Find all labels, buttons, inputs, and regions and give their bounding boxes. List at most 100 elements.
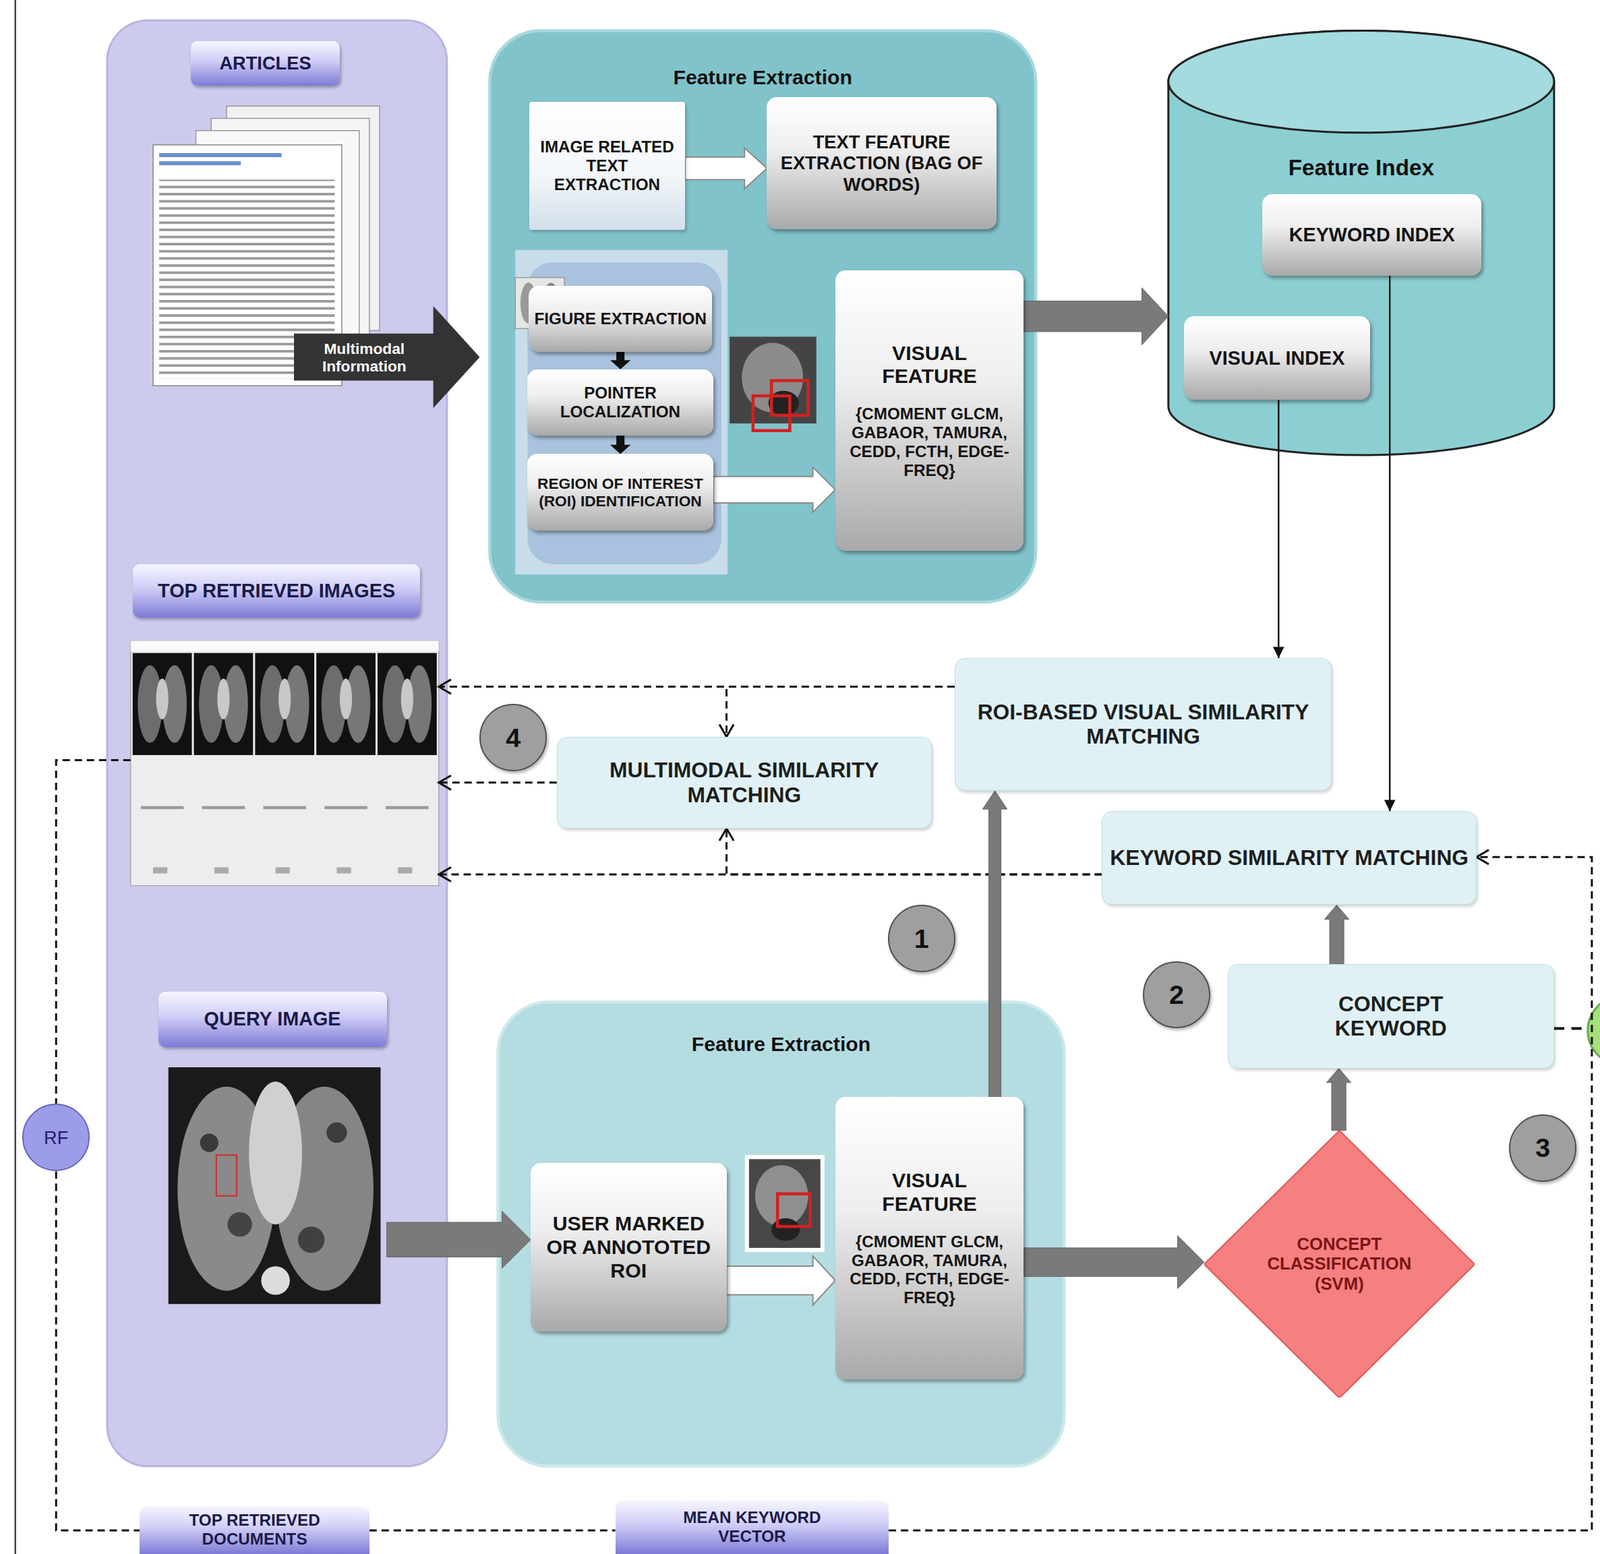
callout-number: 4 [505, 722, 521, 754]
index-box: KEYWORD INDEX [1262, 194, 1482, 276]
illustration-part [771, 1218, 800, 1241]
figure-group [527, 262, 722, 565]
callout-circle: 1 [887, 904, 956, 973]
block-arrow [1324, 904, 1349, 965]
arrowhead [1476, 850, 1489, 865]
callout-circle: 3 [1508, 1114, 1577, 1182]
callout-circle: 4 [479, 703, 547, 772]
connector [1023, 287, 1169, 346]
illustration-part [130, 640, 439, 886]
connector [369, 1530, 616, 1532]
node-text: Feature Extraction [672, 66, 853, 90]
node-text: KEYWORD SIMILARITY MATCHING [1109, 845, 1469, 871]
line [1388, 275, 1391, 812]
image-holder: TOP RETRIEVED IMAGES [130, 564, 439, 886]
arrowhead [438, 679, 452, 694]
block-arrow [1023, 1235, 1205, 1290]
illustration-part [159, 153, 282, 158]
arrowhead [438, 775, 452, 790]
node-text: RF [43, 1127, 69, 1149]
arrowhead [719, 828, 734, 841]
node-text: TOP RETRIEVED DOCUMENTS [167, 1510, 342, 1549]
illustration-part [214, 867, 229, 874]
block-arrow-label: Multimodal Information [293, 306, 480, 408]
connector [610, 435, 631, 454]
feature-panel-top [489, 30, 1036, 603]
arrowhead [719, 724, 734, 737]
node-text: CONCEPT KEYWORD [1309, 991, 1473, 1042]
callout-circle: 2 [1142, 961, 1211, 1029]
block-arrow [610, 435, 631, 454]
block-arrow [1326, 1068, 1351, 1131]
illustration-part [153, 867, 168, 874]
arrowhead [438, 867, 452, 882]
feature-panel: Feature ExtractionUSER MARKED OR ANNOTOT… [498, 1001, 1065, 1467]
decision-diamond: CONCEPT CLASSIFICATION (SVM) [1204, 1130, 1475, 1399]
feature-box: VISUAL FEATURE {CMOMENT GLCM, GABAOR, TAM… [835, 1097, 1024, 1380]
connector [982, 790, 1007, 1098]
node-text: IMAGE RELATED TEXT EXTRACTION [535, 137, 679, 195]
top-retrieved-images-picture [130, 640, 439, 886]
query-image-picture [168, 1067, 381, 1305]
concept-box: CONCEPT KEYWORD [1227, 964, 1555, 1069]
feature-box: VISUAL FEATURE {CMOMENT GLCM, GABAOR, TAM… [835, 270, 1024, 551]
bottom-tab: MEAN KEYWORD VECTOR [615, 1500, 890, 1554]
callout-number: 3 [1535, 1132, 1551, 1164]
node-text: VISUAL FEATURE [843, 1169, 1016, 1217]
illustration-part [260, 1266, 290, 1295]
illustration-part [262, 806, 307, 810]
header-button: ARTICLES [190, 41, 340, 87]
feature-panel: Feature ExtractionIMAGE RELATED TEXT EXT… [489, 30, 1036, 603]
illustration-part [200, 1133, 219, 1152]
node-text: MEAN KEYWORD VECTOR [675, 1508, 829, 1547]
node-text: ARTICLES [219, 52, 311, 74]
illustration-part [168, 1067, 381, 1305]
connector [713, 467, 836, 513]
process-box: USER MARKED OR ANNOTOTED ROI [530, 1163, 727, 1332]
matching-box: ROI-BASED VISUAL SIMILARITY MATCHING [954, 658, 1332, 791]
illustration-part [397, 867, 412, 874]
connector [1272, 399, 1285, 659]
connector [438, 775, 557, 790]
node-text: ROI-BASED VISUAL SIMILARITY MATCHING [963, 699, 1323, 750]
feature-index-cylinder [1168, 30, 1555, 456]
connector [685, 147, 768, 189]
illustration-part [385, 806, 429, 810]
illustration-part [159, 161, 241, 166]
callout-number: 2 [1169, 979, 1184, 1011]
illustration-part [132, 653, 193, 756]
connector [1326, 1068, 1351, 1131]
illustration-part [275, 867, 290, 874]
matching-box: KEYWORD SIMILARITY MATCHING [1101, 811, 1476, 905]
connector [55, 760, 131, 1105]
illustration-part [1168, 30, 1555, 456]
node-text: VISUAL FEATURE [843, 341, 1016, 390]
roi-thumbnail-bottom [745, 1154, 825, 1253]
illustration-part [216, 1154, 237, 1197]
node-text: CONCEPT CLASSIFICATION (SVM) [1252, 1234, 1426, 1295]
illustration-part [316, 653, 376, 756]
illustration-part [298, 1226, 325, 1253]
node-text: FIGURE EXTRACTION [534, 309, 706, 329]
node-subtext: {CMOMENT GLCM, GABAOR, TAMURA, CEDD, FCT… [843, 404, 1016, 480]
illustration-part [336, 867, 351, 874]
illustration-part [130, 640, 439, 651]
node-subtext: {CMOMENT GLCM, GABAOR, TAMURA, CEDD, FCT… [843, 1232, 1016, 1308]
arrowhead [1384, 799, 1396, 812]
illustration-part [194, 653, 254, 756]
connector [719, 828, 1103, 875]
connector [719, 687, 955, 737]
index-box: VISUAL INDEX [1183, 316, 1371, 400]
illustration-part [254, 653, 315, 756]
block-arrow [1023, 287, 1169, 346]
connector [1023, 1235, 1205, 1290]
connector [726, 1256, 836, 1306]
node-text: MULTIMODAL SIMILARITY MATCHING [563, 757, 926, 808]
feature-panel-bottom [498, 1001, 1065, 1467]
illustration-part [248, 1081, 303, 1225]
matching-box: MULTIMODAL SIMILARITY MATCHING [556, 736, 932, 829]
dashed-line [55, 1171, 140, 1531]
block-arrow [713, 467, 836, 513]
feedback-circle: RF [22, 1103, 90, 1172]
shape-outline [1204, 1130, 1475, 1399]
